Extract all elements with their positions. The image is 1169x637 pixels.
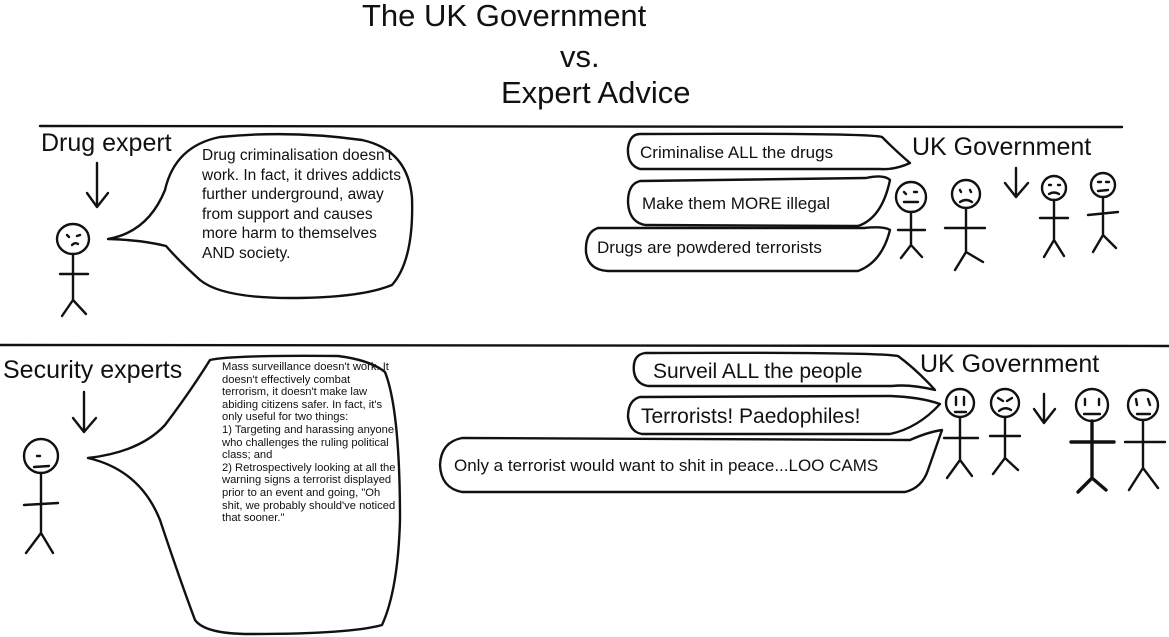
speech-bubble-gov-3 — [584, 226, 892, 273]
stick-figure-government-5 — [942, 387, 980, 480]
security-experts-speech-text: Mass surveillance doesn't work. It doesn… — [222, 361, 396, 525]
arrow-down-icon — [1032, 392, 1057, 425]
drug-expert-speech-text: Drug criminalisation doesn't work. In fa… — [202, 147, 401, 262]
stick-figure-government-3 — [1038, 174, 1070, 259]
uk-government-label-2: UK Government — [920, 350, 1100, 378]
speech-bubble-drug-expert — [106, 132, 414, 300]
gov-speech-text-1: Criminalise ALL the drugs — [640, 143, 834, 162]
stick-figure-government-8 — [1123, 388, 1167, 492]
gov-speech-text-6: Only a terrorist would want to shit in p… — [454, 456, 879, 475]
speech-bubble-security-expert — [86, 354, 402, 636]
stick-figure-government-7 — [1069, 387, 1116, 494]
speech-bubble-gov-1 — [626, 132, 912, 171]
stick-figure-government-6 — [988, 387, 1022, 476]
divider-middle — [0, 343, 1169, 348]
divider-top — [38, 124, 1124, 129]
gov-speech-text-3: Drugs are powdered terrorists — [597, 238, 822, 257]
gov-speech-text-2: Make them MORE illegal — [642, 194, 831, 213]
speech-bubble-gov-5 — [626, 394, 942, 436]
comic-title-line2: vs. — [560, 39, 600, 74]
security-experts-label: Security experts — [3, 356, 183, 384]
speech-bubble-gov-2 — [626, 175, 892, 228]
stick-figure-security-expert — [22, 437, 60, 555]
comic-title-line3: Expert Advice — [501, 75, 691, 110]
stick-figure-government-1 — [894, 180, 928, 260]
gov-speech-text-4: Surveil ALL the people — [653, 360, 863, 383]
arrow-down-icon — [1003, 166, 1030, 199]
speech-bubble-gov-4 — [632, 351, 937, 392]
gov-speech-text-5: Terrorists! Paedophiles! — [641, 405, 861, 428]
uk-government-label-1: UK Government — [912, 133, 1092, 161]
arrow-down-icon — [71, 390, 98, 434]
stick-figure-government-2 — [943, 178, 987, 272]
speech-bubble-gov-6 — [438, 428, 944, 494]
comic-title-line1: The UK Government — [362, 0, 647, 33]
arrow-down-icon — [85, 161, 110, 209]
stick-figure-drug-expert — [55, 222, 91, 318]
drug-expert-label: Drug expert — [41, 129, 172, 157]
stick-figure-government-4 — [1086, 171, 1120, 254]
